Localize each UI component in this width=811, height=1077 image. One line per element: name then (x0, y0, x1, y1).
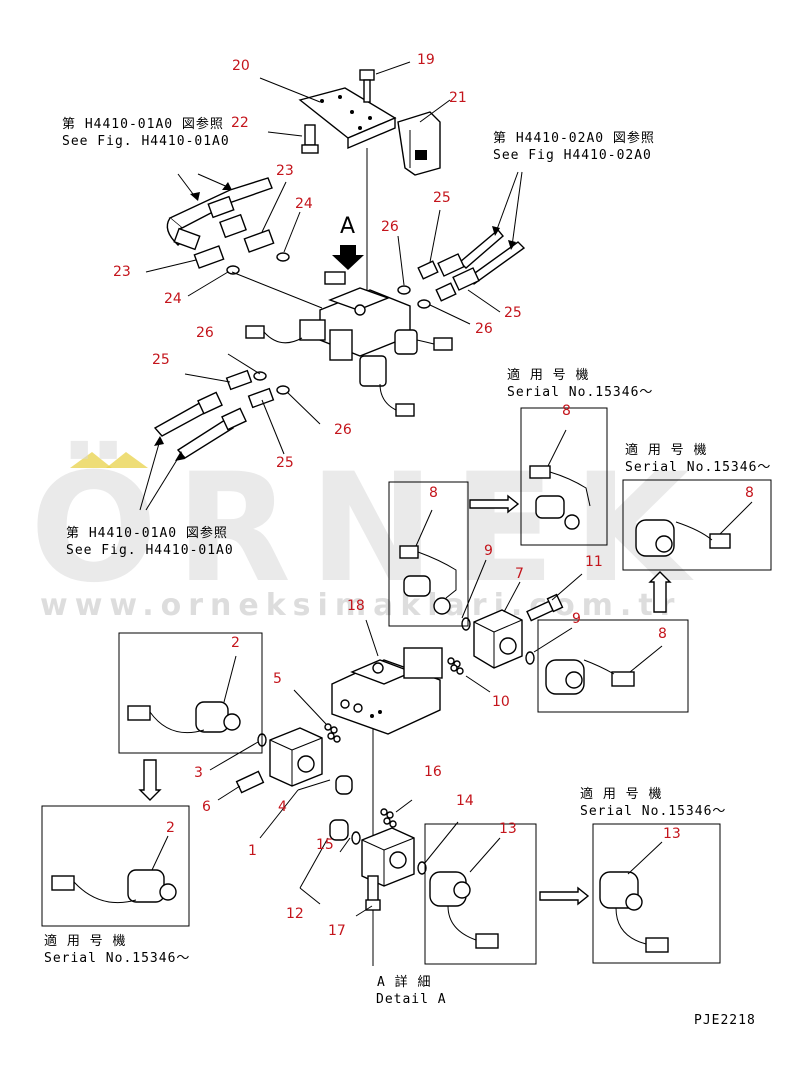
manifold-18 (331, 647, 443, 735)
callout-26-lower: 26 (334, 422, 352, 438)
ref-label-01a0-en-bottom: See Fig. H4410-01A0 (66, 543, 234, 558)
callout-19: 19 (417, 52, 435, 68)
view-arrow-label: A (340, 214, 355, 239)
callout-25-right: 25 (504, 305, 522, 321)
block-15 (329, 819, 427, 911)
callout-13: 13 (499, 821, 517, 837)
valve-block-top (245, 271, 453, 417)
callout-1: 1 (248, 843, 257, 859)
callout-24-upper: 24 (295, 196, 313, 212)
serial-en-2: Serial No.15346～ (625, 460, 771, 475)
callout-5: 5 (273, 671, 282, 687)
detail-caption-en: Detail A (376, 992, 447, 1007)
callout-10: 10 (492, 694, 510, 710)
leader-lines-top (139, 61, 523, 511)
callout-24-lower: 24 (164, 291, 182, 307)
serial-jp-1: 適 用 号 機 (507, 367, 589, 383)
callout-18: 18 (347, 598, 365, 614)
callout-3: 3 (194, 765, 203, 781)
callout-9-upper: 9 (484, 543, 493, 559)
callout-12: 12 (286, 906, 304, 922)
callout-7: 7 (515, 566, 524, 582)
leader-lines-detail (209, 559, 583, 917)
orings (324, 657, 464, 828)
hose-lower-left (153, 369, 290, 459)
arrow-right-1 (469, 494, 520, 514)
callout-14: 14 (456, 793, 474, 809)
plug-11 (526, 593, 564, 622)
callout-23-lower: 23 (113, 264, 131, 280)
callout-8-lower: 8 (658, 626, 667, 642)
callout-2-serial: 2 (166, 820, 175, 836)
block-7 (461, 609, 535, 669)
drawing-code: PJE2218 (694, 1013, 756, 1028)
callout-13-serial: 13 (663, 826, 681, 842)
callout-8-center: 8 (429, 485, 438, 501)
arrow-up (648, 571, 672, 613)
detail-box-13 (424, 823, 537, 965)
callout-numbers: 20 19 21 22 23 24 23 24 26 25 25 26 26 2… (113, 52, 754, 939)
callout-26-left: 26 (196, 325, 214, 341)
detail-box-2-serial (41, 805, 190, 927)
detail-box-8-center (388, 481, 469, 627)
bracket-21 (397, 111, 441, 176)
serial-jp-4: 適 用 号 機 (44, 933, 126, 949)
ref-label-02a0-jp: 第 H4410-02A0 図参照 (493, 130, 655, 146)
ref-label-01a0-en-top: See Fig. H4410-01A0 (62, 134, 230, 149)
callout-22: 22 (231, 115, 249, 131)
fitting-23-upper (243, 229, 290, 262)
callout-20: 20 (232, 58, 250, 74)
detail-box-8-serial-b (622, 479, 772, 571)
callout-2-upper: 2 (231, 635, 240, 651)
callout-26-right: 26 (475, 321, 493, 337)
callout-26-upper: 26 (381, 219, 399, 235)
arrow-right-2 (539, 886, 590, 906)
detail-box-8-lower (537, 619, 689, 713)
callout-23-upper: 23 (276, 163, 294, 179)
callout-8-serial-b: 8 (745, 485, 754, 501)
view-arrow-a: A (332, 214, 364, 270)
ref-label-01a0-jp-bottom: 第 H4410-01A0 図参照 (66, 525, 228, 541)
block-4 (235, 727, 353, 795)
serial-en-4: Serial No.15346～ (44, 951, 190, 966)
callout-4: 4 (278, 799, 287, 815)
watermark-accent-right (106, 452, 148, 468)
callout-11: 11 (585, 554, 603, 570)
ref-label-02a0-en: See Fig H4410-02A0 (493, 148, 652, 163)
watermark-site: www.orneksimaklari.com.tr (40, 588, 681, 623)
hose-upper-right (397, 229, 526, 309)
detail-box-2-upper (118, 632, 263, 754)
arrow-down (138, 759, 162, 801)
watermark: ÖRNEK www.orneksimaklari.com.tr (30, 440, 707, 623)
bolt-19 (359, 69, 375, 103)
callout-15: 15 (316, 837, 334, 853)
bolt-22 (301, 124, 319, 154)
callout-17: 17 (328, 923, 346, 939)
serial-jp-2: 適 用 号 機 (625, 442, 707, 458)
callout-6: 6 (202, 799, 211, 815)
fitting-23-lower (193, 245, 240, 275)
serial-en-1: Serial No.15346～ (507, 385, 653, 400)
callout-8-serial-a: 8 (562, 403, 571, 419)
callout-25-upper: 25 (433, 190, 451, 206)
hose-upper-left (166, 177, 273, 251)
serial-jp-3: 適 用 号 機 (580, 786, 662, 802)
watermark-brand: ÖRNEK (30, 440, 707, 616)
detail-caption-jp: A 詳 細 (377, 974, 431, 990)
serial-en-3: Serial No.15346～ (580, 804, 726, 819)
callout-21: 21 (449, 90, 467, 106)
detail-box-8-serial-a (520, 407, 608, 546)
callout-25-lower: 25 (276, 455, 294, 471)
ref-label-01a0-jp-top: 第 H4410-01A0 図参照 (62, 116, 224, 132)
watermark-accent-left (70, 452, 112, 468)
callout-9-lower: 9 (572, 611, 581, 627)
bracket-plate (298, 87, 397, 150)
detail-box-13-serial (592, 823, 721, 964)
callout-16: 16 (424, 764, 442, 780)
callout-25-left: 25 (152, 352, 170, 368)
